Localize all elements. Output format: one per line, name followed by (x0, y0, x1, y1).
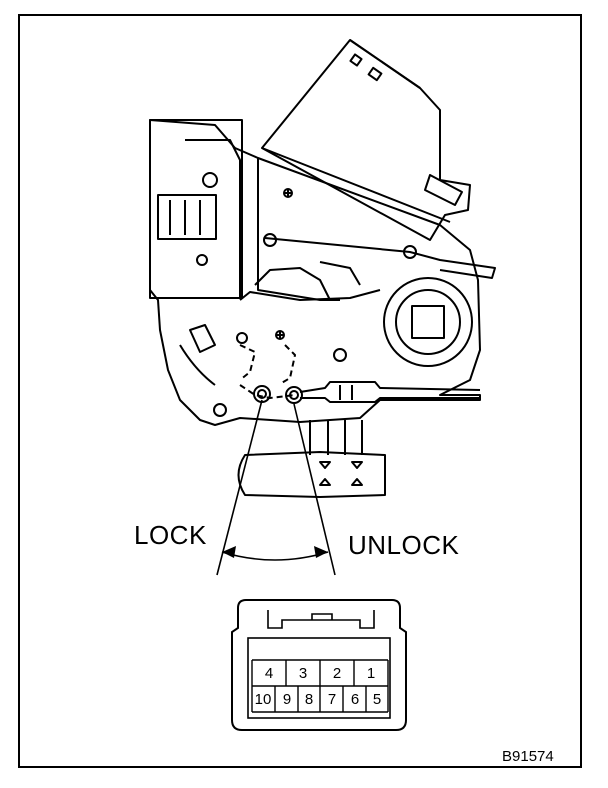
pin-label: 3 (298, 664, 308, 682)
pin-label: 8 (304, 690, 314, 708)
latch-wheel (383, 277, 473, 367)
lock-housing (149, 119, 481, 426)
motor-block (149, 119, 243, 299)
lock-angle-line (216, 399, 263, 576)
arrow-right-icon (314, 546, 328, 558)
connector-face-outline (231, 599, 407, 731)
pin-label: 10 (254, 690, 272, 708)
diagram-frame (18, 14, 582, 768)
pin-label: 7 (327, 690, 337, 708)
figure-code: B91574 (502, 748, 554, 765)
pin-label: 2 (332, 664, 342, 682)
arrow-left-icon (222, 546, 236, 558)
pin-label: 5 (372, 690, 382, 708)
upper-bracket (261, 39, 471, 241)
unlock-angle-line (293, 403, 336, 576)
lower-connector-housing (237, 451, 386, 498)
pin-label: 6 (350, 690, 360, 708)
pin-label: 1 (366, 664, 376, 682)
lock-label: LOCK (134, 520, 207, 550)
unlock-label: UNLOCK (348, 530, 460, 560)
pin-label: 9 (282, 690, 292, 708)
pin-label: 4 (264, 664, 274, 682)
angle-arc (221, 551, 329, 561)
